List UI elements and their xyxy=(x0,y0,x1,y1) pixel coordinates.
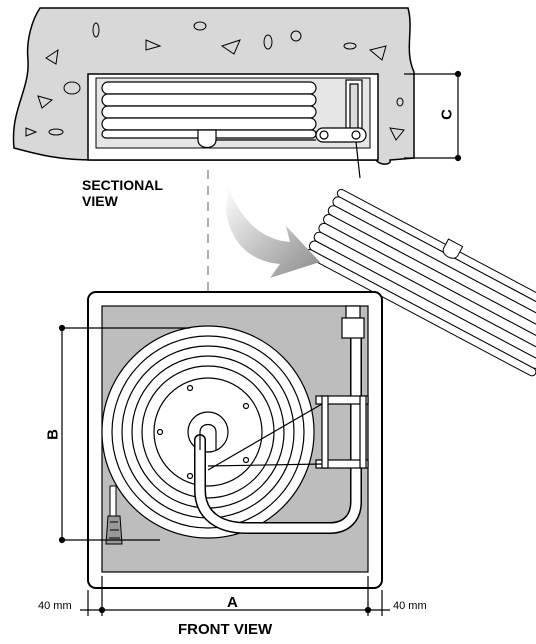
swing-arrow xyxy=(226,186,320,278)
margin-right-label: 40 mm xyxy=(393,600,427,612)
hose-front xyxy=(195,333,361,533)
dimension-a-label: A xyxy=(227,594,238,611)
sectional-view-title-line1: SECTIONAL xyxy=(82,177,163,193)
dimension-b-label: B xyxy=(44,429,62,440)
margin-left-label: 40 mm xyxy=(38,600,72,612)
sectional-view-title-line2: VIEW xyxy=(82,193,118,209)
reel-drum-front xyxy=(101,325,315,539)
wall-aggregate xyxy=(25,21,405,141)
nozzle-section xyxy=(197,129,217,149)
pivot-link xyxy=(355,141,361,179)
pivot-mechanism-section xyxy=(216,79,367,143)
dimension-b xyxy=(58,324,190,544)
front-view-title: FRONT VIEW xyxy=(178,621,273,638)
dimension-c-label: C xyxy=(438,109,456,120)
dimension-c xyxy=(404,70,462,162)
nozzle-front xyxy=(105,485,123,545)
dimension-a xyxy=(80,576,390,616)
swing-arm-front xyxy=(207,305,369,471)
reel-swung-out xyxy=(304,188,536,377)
